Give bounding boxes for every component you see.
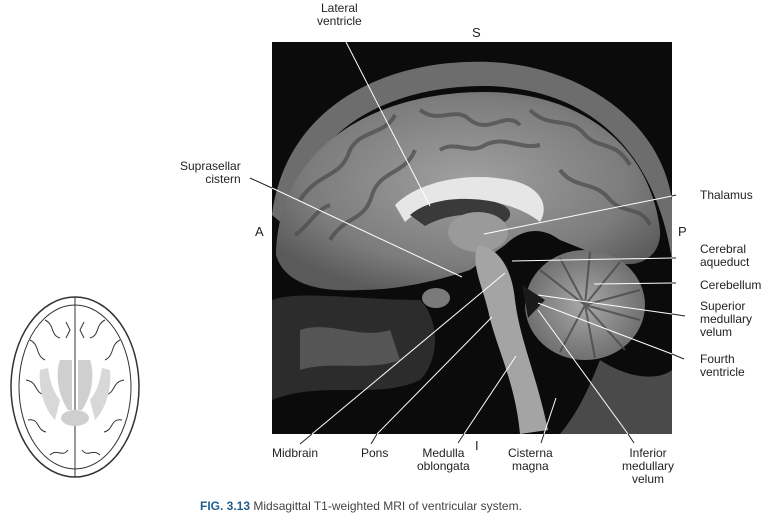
label-suprasellar-cistern: Suprasellar cistern <box>180 159 241 186</box>
leader-lines-outer <box>249 177 686 445</box>
label-lateral-ventricle: Lateral ventricle <box>317 1 362 28</box>
figure-caption: FIG. 3.13 Midsagittal T1-weighted MRI of… <box>200 499 522 513</box>
lateral-ventricle-shape <box>410 198 511 226</box>
right-lateral-region <box>90 368 111 420</box>
left-ventricle-region <box>57 360 72 410</box>
figure-number: FIG. 3.13 <box>200 499 251 513</box>
gyri <box>293 108 652 242</box>
leader-midbrain <box>311 272 506 435</box>
label-cerebellum: Cerebellum <box>700 278 762 292</box>
leader-lateral-ventricle <box>345 41 431 207</box>
neck-posterior <box>560 360 672 434</box>
leader-fourth-ventricle <box>537 302 673 355</box>
label-superior-medullary-velum: Superior medullary velum <box>700 299 753 339</box>
left-lateral-region <box>39 368 60 420</box>
label-cerebral-aqueduct: Cerebral aqueduct <box>700 242 750 269</box>
leader-pons <box>376 316 493 435</box>
leader-cerebellum <box>593 282 673 285</box>
leader-suprasellar-cistern <box>271 187 463 278</box>
thalamus-shape <box>448 212 508 252</box>
caption-text: Midsagittal T1-weighted MRI of ventricul… <box>253 499 522 513</box>
leader-superior-medullary-velum <box>537 294 673 315</box>
orientation-posterior: P <box>678 224 687 239</box>
leader-thalamus <box>483 195 673 235</box>
leader-cisterna-magna <box>543 397 557 435</box>
pituitary <box>422 288 450 308</box>
fourth-ventricle-shape <box>522 285 545 318</box>
posterior-region <box>61 410 89 426</box>
palate <box>300 327 400 370</box>
orientation-anterior: A <box>255 224 264 239</box>
label-pons: Pons <box>361 446 389 460</box>
label-midbrain: Midbrain <box>272 446 319 460</box>
leader-inferior-medullary-velum <box>537 309 629 435</box>
label-thalamus: Thalamus <box>700 188 753 202</box>
orientation-inferior: I <box>475 438 479 453</box>
label-medulla-oblongata: Medulla oblongata <box>417 446 470 473</box>
label-inferior-medullary-velum: Inferior medullary velum <box>622 446 675 486</box>
label-cisterna-magna: Cisterna magna <box>508 446 553 473</box>
leader-cerebral-aqueduct <box>511 257 673 262</box>
orientation-superior: S <box>472 25 481 40</box>
brainstem <box>475 245 548 434</box>
label-fourth-ventricle: Fourth ventricle <box>700 352 745 379</box>
right-ventricle-region <box>78 360 93 410</box>
frontal-marks <box>65 321 85 339</box>
leader-medulla-oblongata <box>463 355 517 435</box>
leader-lines <box>271 41 673 435</box>
